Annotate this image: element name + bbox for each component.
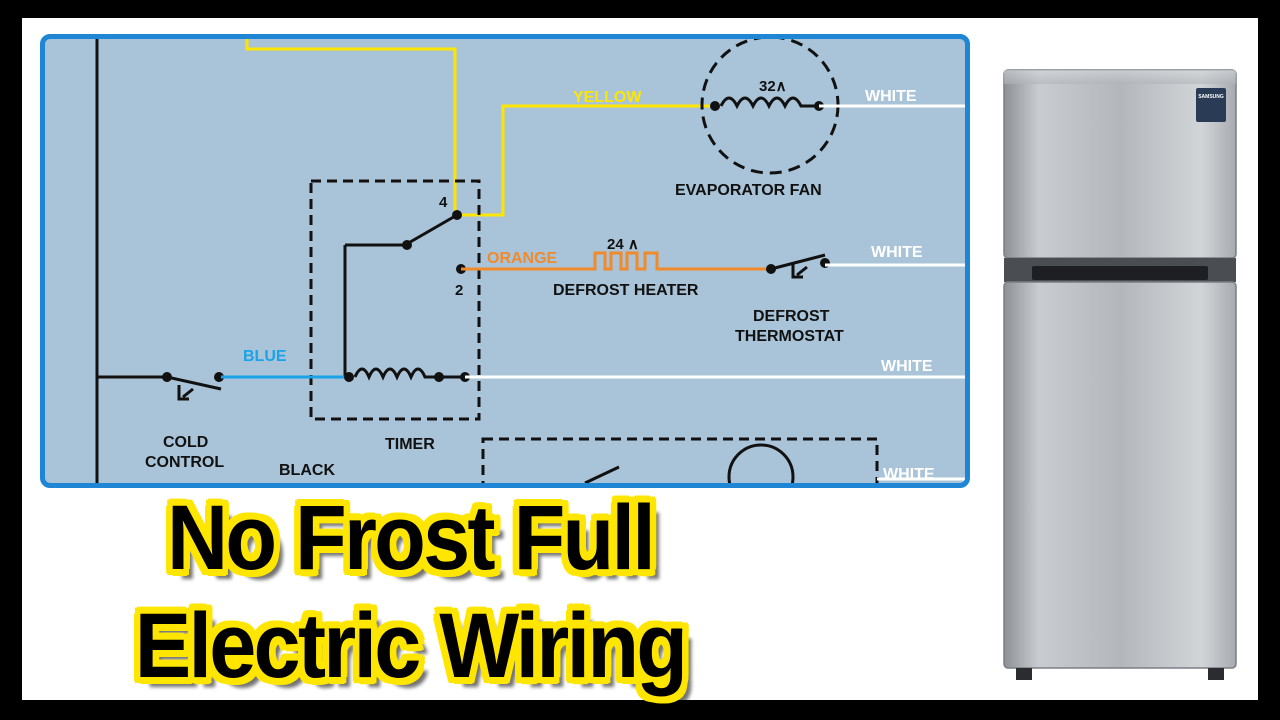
- white-label-1: WHITE: [865, 88, 917, 105]
- cold-control-terminal-right: [214, 372, 224, 382]
- timer-switch-pivot: [402, 240, 412, 250]
- heater-rating-label: 24 ∧: [607, 236, 639, 253]
- fan-terminal-left: [710, 101, 720, 111]
- cold-control-symbol: [162, 372, 224, 401]
- yellow-top-wire: [245, 39, 457, 211]
- brand-badge-text: SAMSUNG: [1198, 94, 1224, 100]
- terminal-2-label: 2: [455, 282, 463, 299]
- timer-label: TIMER: [385, 436, 435, 453]
- fridge-foot-left: [1016, 668, 1032, 680]
- black-wires: [95, 39, 458, 483]
- headline-line-1: No Frost Full: [166, 487, 656, 589]
- headline-line-2: Electric Wiring: [134, 595, 688, 697]
- evaporator-fan-label: EVAPORATOR FAN: [675, 182, 822, 199]
- fan-coil: [719, 96, 819, 110]
- cold-control-label-1: COLD: [163, 434, 208, 451]
- defrost-thermostat-symbol: [766, 253, 830, 279]
- timer-motor-terminal-left: [344, 372, 354, 382]
- cold-control-contact: [166, 375, 222, 391]
- orange-heater-wire: [461, 251, 771, 271]
- white-label-3: WHITE: [881, 358, 933, 375]
- yellow-fan-wire: [459, 104, 710, 217]
- cold-control-label-2: CONTROL: [145, 454, 224, 471]
- evaporator-fan-symbol: 32∧: [700, 39, 840, 175]
- thermostat-contact: [770, 253, 826, 271]
- freezer-top-highlight: [1004, 70, 1236, 84]
- wiring-diagram-panel: 32∧ WHITE YELLOW EVAPORATOR FAN 4 2 ORAN…: [40, 34, 970, 488]
- refrigerator-illustration: SAMSUNG: [1003, 69, 1237, 680]
- wiring-diagram: 32∧ WHITE YELLOW EVAPORATOR FAN 4 2 ORAN…: [95, 39, 965, 483]
- defrost-thermostat-label-2: THERMOSTAT: [735, 328, 844, 345]
- blue-label: BLUE: [243, 348, 287, 365]
- timer-switch-arm: [404, 213, 458, 247]
- yellow-wires: [245, 39, 710, 217]
- defrost-heater-label: DEFROST HEATER: [553, 282, 699, 299]
- freezer-handle-recess: [1032, 266, 1208, 280]
- white-label-2: WHITE: [871, 244, 923, 261]
- yellow-label: YELLOW: [573, 89, 642, 106]
- lower-component-dashed-box: [481, 437, 879, 483]
- white-label-4: WHITE: [883, 466, 935, 483]
- lower-component-arm: [584, 465, 620, 483]
- timer-dashed-box: [309, 179, 481, 421]
- timer-motor-coil: [353, 367, 439, 381]
- cold-control-bimetal: [177, 385, 194, 401]
- brand-badge: [1196, 88, 1226, 122]
- lower-component-circle: [727, 443, 795, 483]
- thermostat-bimetal: [791, 263, 808, 279]
- defrost-thermostat-label-1: DEFROST: [753, 308, 830, 325]
- fridge-door: [1003, 281, 1237, 669]
- fridge-foot-right: [1208, 668, 1224, 680]
- refrigerator-image: SAMSUNG: [990, 60, 1250, 690]
- orange-label: ORANGE: [487, 250, 558, 267]
- terminal-4-label: 4: [439, 194, 448, 211]
- timer-terminal-4: [452, 210, 462, 220]
- black-label: BLACK: [279, 462, 335, 479]
- fan-rating-label: 32∧: [759, 78, 787, 95]
